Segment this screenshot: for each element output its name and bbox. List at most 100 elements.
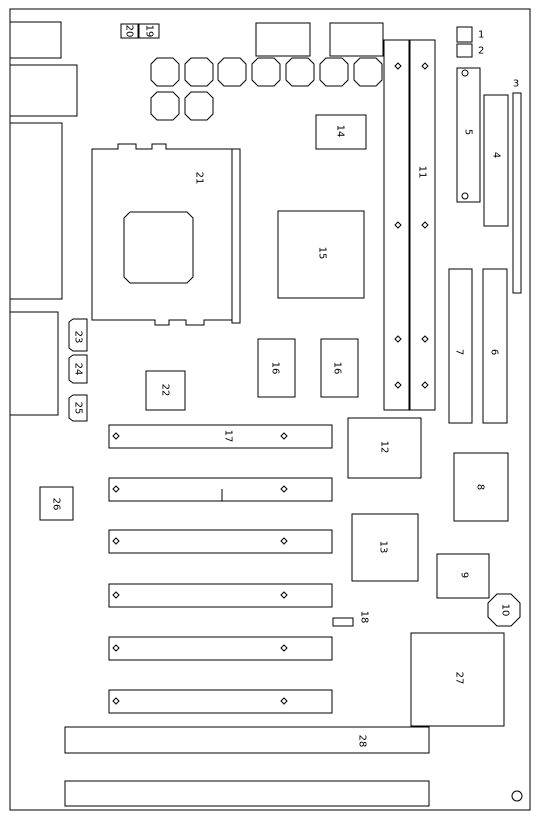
connector-4 bbox=[483, 94, 509, 227]
slot-key-diamond bbox=[394, 221, 402, 229]
connector-5-hole-bottom bbox=[461, 192, 469, 200]
pci-slot-key-diamond bbox=[112, 591, 120, 599]
label-18: 18 bbox=[359, 611, 370, 624]
pci-slot bbox=[108, 583, 333, 608]
chip-8 bbox=[453, 452, 509, 522]
connector-top-left bbox=[9, 21, 62, 59]
pci-slot-key-diamond bbox=[280, 485, 288, 493]
memory-slot-holes bbox=[394, 62, 429, 389]
connector-3 bbox=[512, 92, 522, 294]
label-10: 10 bbox=[500, 604, 511, 617]
label-20: 20 bbox=[124, 25, 135, 38]
capacitor-icon bbox=[353, 57, 383, 87]
label-16-right: 16 bbox=[332, 362, 343, 375]
mounting-hole bbox=[511, 790, 523, 802]
label-6: 6 bbox=[489, 349, 500, 355]
chip-12 bbox=[347, 417, 422, 479]
label-24: 24 bbox=[73, 363, 84, 376]
capacitor-icon bbox=[319, 57, 349, 87]
label-23: 23 bbox=[73, 331, 84, 344]
slot-key-diamond bbox=[421, 381, 429, 389]
jumper-23 bbox=[68, 318, 88, 352]
chip-13 bbox=[351, 513, 419, 582]
jumper-20 bbox=[120, 23, 139, 39]
chip-26 bbox=[39, 486, 74, 521]
pci-slot bbox=[108, 529, 333, 554]
pci-slot-key-diamond bbox=[280, 697, 288, 705]
label-14: 14 bbox=[335, 125, 346, 138]
label-17: 17 bbox=[223, 430, 234, 443]
label-1: 1 bbox=[478, 30, 484, 41]
chip-27 bbox=[410, 632, 505, 727]
pci-slot-key-diamond bbox=[112, 697, 120, 705]
label-8: 8 bbox=[475, 484, 486, 490]
label-3: 3 bbox=[513, 79, 519, 90]
label-27: 27 bbox=[454, 672, 465, 685]
label-13: 13 bbox=[378, 541, 389, 554]
slot-key-diamond bbox=[394, 62, 402, 70]
chip-14 bbox=[315, 114, 367, 150]
chip-16-right bbox=[320, 338, 359, 398]
pci-slot bbox=[108, 636, 333, 661]
connector-io-upper bbox=[9, 64, 78, 117]
chip-15 bbox=[277, 210, 365, 299]
capacitor-icon bbox=[150, 57, 180, 87]
pci-slot-key-diamond bbox=[112, 432, 120, 440]
label-25: 25 bbox=[73, 402, 84, 415]
pci-slot bbox=[108, 424, 333, 449]
connector-io-lower bbox=[9, 311, 59, 416]
label-19: 19 bbox=[144, 25, 155, 38]
label-12: 12 bbox=[379, 441, 390, 454]
pci-slot bbox=[108, 689, 333, 714]
label-21: 21 bbox=[194, 172, 205, 185]
label-15: 15 bbox=[317, 247, 328, 260]
label-16-left: 16 bbox=[270, 362, 281, 375]
label-22: 22 bbox=[160, 384, 171, 397]
capacitor-icon bbox=[251, 57, 281, 87]
chip-16-left bbox=[257, 338, 296, 398]
capacitor-icon bbox=[150, 91, 180, 121]
connector-6 bbox=[482, 268, 508, 424]
connector-io-large bbox=[9, 122, 63, 300]
label-2: 2 bbox=[478, 46, 484, 57]
cpu-socket-21 bbox=[91, 143, 241, 326]
capacitor-icon bbox=[217, 57, 247, 87]
connector-5-hole-top bbox=[461, 69, 469, 77]
label-28: 28 bbox=[357, 735, 368, 748]
capacitor-group bbox=[150, 57, 383, 121]
slot-key-diamond bbox=[421, 221, 429, 229]
pci-slot-key-diamond bbox=[112, 644, 120, 652]
jumper-24 bbox=[68, 354, 88, 384]
top-block-right bbox=[329, 22, 384, 57]
jumper-19 bbox=[138, 23, 160, 39]
isa-slot-1 bbox=[64, 726, 430, 754]
label-11: 11 bbox=[417, 166, 428, 179]
pci-slot-key-diamond bbox=[112, 485, 120, 493]
pci-slot-group bbox=[108, 424, 333, 714]
jumper-2 bbox=[456, 43, 473, 58]
capacitor-icon bbox=[184, 91, 214, 121]
label-9: 9 bbox=[459, 572, 470, 578]
pci-slot-key-diamond bbox=[280, 644, 288, 652]
battery-10 bbox=[487, 593, 521, 627]
label-4: 4 bbox=[491, 152, 502, 158]
chip-22 bbox=[145, 370, 186, 411]
isa-slot-2 bbox=[64, 780, 430, 807]
slot-key-diamond bbox=[421, 62, 429, 70]
jumper-18 bbox=[332, 617, 354, 627]
connector-7 bbox=[448, 268, 473, 424]
label-5: 5 bbox=[463, 129, 474, 135]
chip-9 bbox=[436, 553, 490, 599]
jumper-25 bbox=[68, 394, 88, 422]
capacitor-icon bbox=[285, 57, 315, 87]
slot-key-diamond bbox=[394, 381, 402, 389]
pci-slot-key-diamond bbox=[280, 591, 288, 599]
top-block-left bbox=[255, 22, 311, 57]
pci-slot-key-diamond bbox=[280, 537, 288, 545]
capacitor-icon bbox=[184, 57, 214, 87]
pci-slot-key-diamond bbox=[280, 432, 288, 440]
slot-key-diamond bbox=[394, 335, 402, 343]
connector-5 bbox=[456, 67, 481, 203]
label-7: 7 bbox=[454, 349, 465, 355]
